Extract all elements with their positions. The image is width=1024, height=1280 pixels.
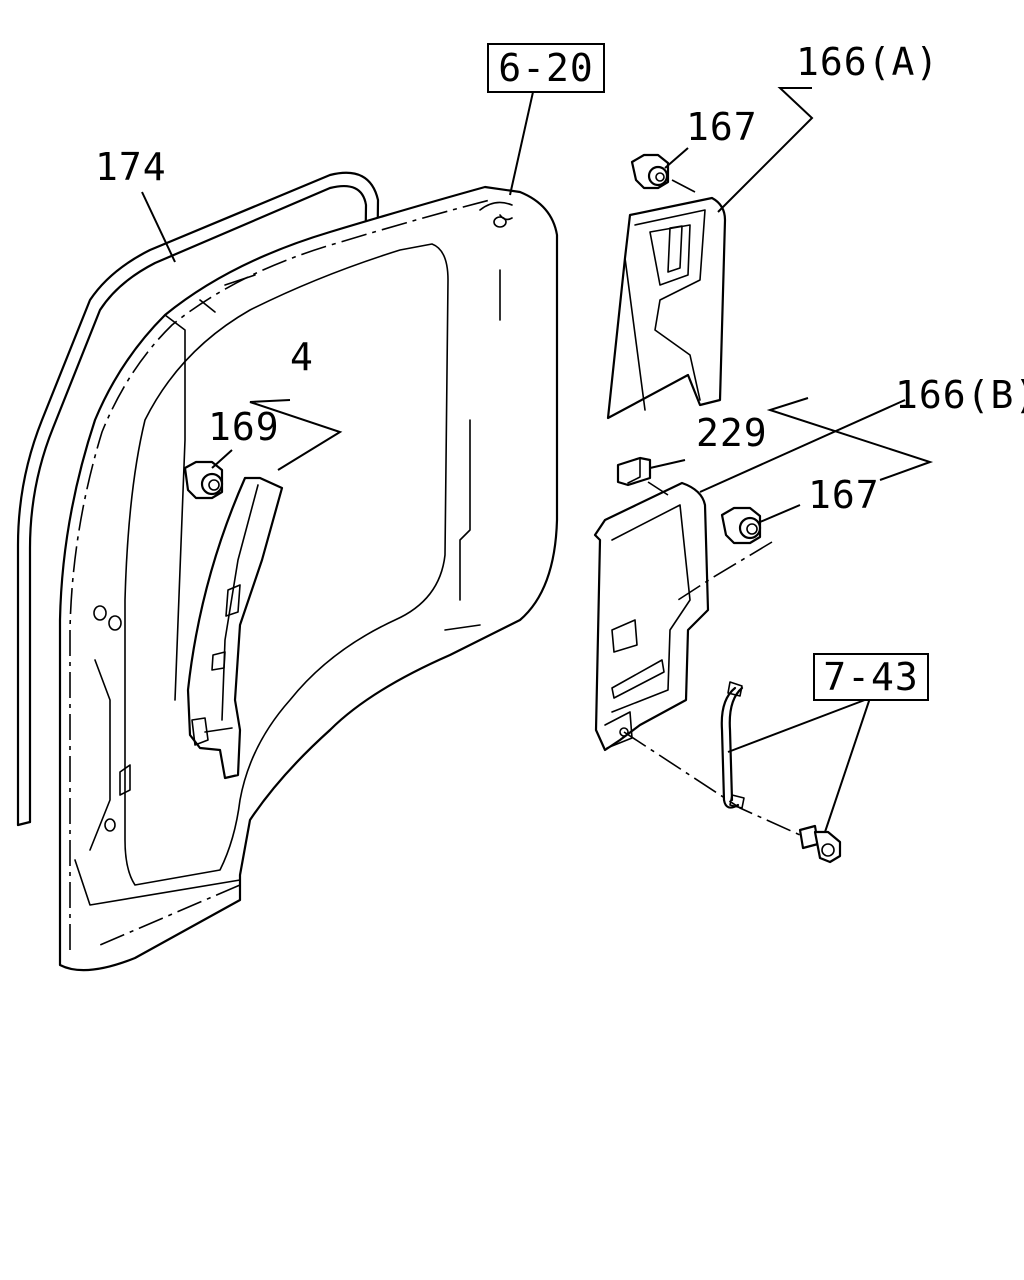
label-167-upper: 167 [686,105,758,149]
pad-229[interactable] [616,456,652,487]
clip-169[interactable] [183,460,224,500]
door-panel[interactable] [58,185,559,972]
label-174: 174 [95,145,167,189]
label-169: 169 [208,405,280,449]
clip-167-lower[interactable] [720,506,762,545]
trim-upper-166a[interactable] [606,196,727,420]
ref-box-6-20[interactable]: 6-20 [487,43,605,93]
pillar-trim-4[interactable] [186,476,284,780]
door-weatherstrip-174[interactable] [16,171,380,827]
ref-label-7-43: 7-43 [823,655,919,699]
label-166b: 166(B) [895,373,1024,417]
label-229: 229 [696,411,768,455]
clip-167-upper[interactable] [630,153,670,190]
trim-lower-166b[interactable] [593,481,710,752]
bolt[interactable] [798,824,842,864]
ref-label-6-20: 6-20 [498,46,594,90]
label-167-lower: 167 [808,473,880,517]
label-4: 4 [290,335,314,379]
label-166a: 166(A) [796,40,939,84]
ref-box-7-43[interactable]: 7-43 [813,653,929,701]
leader-lines [141,87,934,836]
harness-wire[interactable] [720,681,745,809]
